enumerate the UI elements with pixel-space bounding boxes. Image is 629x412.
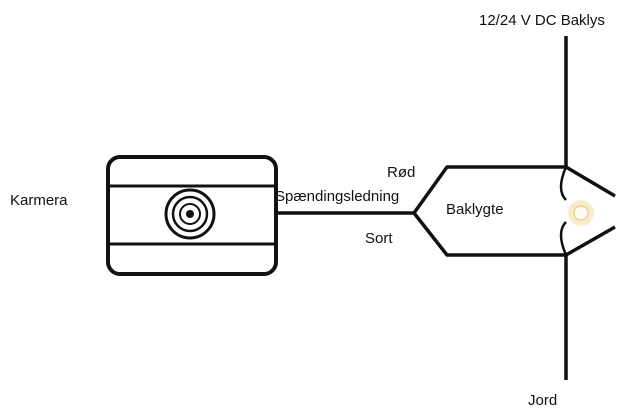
bulb-icon	[568, 200, 594, 226]
socket-inner-bottom	[559, 221, 568, 256]
red-wire-label: Rød	[387, 164, 415, 181]
black-wire-label: Sort	[365, 230, 393, 247]
tail-light-label: Baklygte	[446, 201, 504, 218]
power-source-label: 12/24 V DC Baklys	[479, 12, 605, 29]
camera-label: Karmera	[10, 192, 68, 209]
voltage-wire-label: Spændingsledning	[275, 188, 399, 205]
black-wire-branch	[412, 211, 616, 257]
lens-icon	[164, 188, 216, 240]
red-wire-branch	[412, 165, 616, 215]
ground-label: Jord	[528, 392, 557, 409]
camera-icon	[106, 155, 278, 276]
socket-inner-top	[559, 166, 568, 201]
